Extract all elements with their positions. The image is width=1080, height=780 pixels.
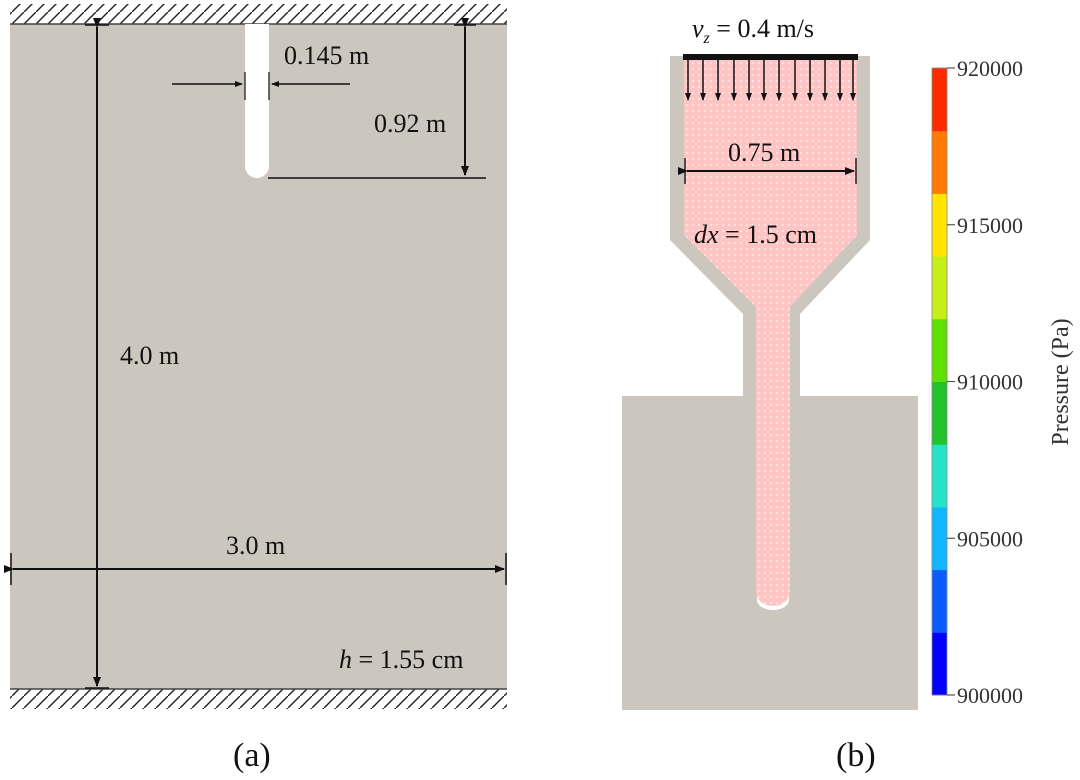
colorbar-tick-label: 900000 <box>957 683 1023 708</box>
label-nozzle-width: 0.75 m <box>728 138 800 167</box>
hatch-top <box>10 4 507 24</box>
colorbar-tick-label: 910000 <box>957 370 1023 395</box>
caption-a: (a) <box>233 737 271 774</box>
slot-cavity <box>245 24 269 178</box>
colorbar-tick-label: 920000 <box>957 56 1023 81</box>
label-particle-spacing: dx = 1.5 cm <box>694 220 817 249</box>
colorbar-segment <box>932 632 947 696</box>
colorbar-segment <box>932 506 947 571</box>
colorbar-segment <box>932 256 947 320</box>
colorbar-segments <box>932 68 947 696</box>
label-width: 3.0 m <box>226 531 285 560</box>
panel-a: 4.0 m 3.0 m 0.145 m 0.92 m h = 1.55 cm (… <box>4 4 507 774</box>
colorbar-segment <box>932 444 947 508</box>
colorbar-segment <box>932 68 947 132</box>
label-thickness: h = 1.55 cm <box>339 645 463 674</box>
colorbar: 920000 915000 910000 905000 900000 Pressure … <box>931 56 1074 708</box>
label-slot-width: 0.145 m <box>284 41 369 70</box>
hatch-bottom <box>10 689 507 709</box>
cavity-end <box>757 594 789 610</box>
label-velocity: vz = 0.4 m/s <box>692 14 814 47</box>
panel-b: vz = 0.4 m/s 0.75 m dx = 1.5 cm (b) <box>622 14 918 774</box>
colorbar-segment <box>932 318 947 382</box>
colorbar-segment <box>932 193 947 257</box>
fluid-particles <box>684 59 857 609</box>
colorbar-tick-label: 905000 <box>957 526 1023 551</box>
colorbar-ticks: 920000 915000 910000 905000 900000 <box>947 56 1023 708</box>
label-slot-depth: 0.92 m <box>374 109 446 138</box>
colorbar-segment <box>932 381 947 445</box>
colorbar-title: Pressure (Pa) <box>1048 318 1074 445</box>
velocity-arrows <box>685 60 856 101</box>
caption-b: (b) <box>836 737 876 774</box>
colorbar-segment <box>932 130 947 194</box>
piston-bar <box>683 54 858 60</box>
colorbar-tick-label: 915000 <box>957 213 1023 238</box>
label-height: 4.0 m <box>120 341 179 370</box>
colorbar-segment <box>932 569 947 633</box>
